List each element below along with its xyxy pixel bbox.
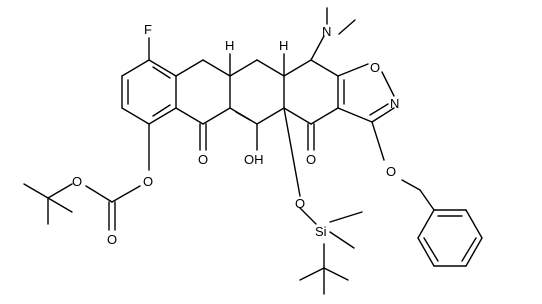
isoxazole-nitrogen-label: N (390, 96, 399, 111)
ketone-oxygen-right-label: O (306, 152, 316, 167)
boc-carbonate-group (23, 123, 150, 231)
dimethylamino-nitrogen-label: N (322, 24, 331, 39)
ring-c (229, 59, 285, 151)
carbonate-tbu-oxygen-label: O (72, 174, 82, 189)
ring-d (283, 7, 356, 197)
benzyloxy-oxygen-label: O (386, 164, 396, 179)
ring-b (175, 59, 231, 151)
carbonate-carbonyl-oxygen-label: O (107, 232, 117, 247)
tbs-group (299, 207, 363, 295)
benzyl-phenyl-ring (417, 209, 483, 267)
ketone-oxygen-left-label: O (198, 152, 208, 167)
silyloxy-oxygen-label: O (295, 196, 305, 211)
isoxazole-ring (337, 63, 435, 211)
carbonate-aryl-oxygen-label: O (143, 174, 153, 189)
atom-labels: F H H N O N O OH O O Si O O O O (72, 22, 399, 247)
stereo-h-left-label: H (225, 38, 234, 53)
fluorine-label: F (144, 22, 152, 37)
stereo-h-right-label: H (279, 38, 288, 53)
hydroxyl-label: OH (244, 152, 264, 167)
aromatic-ring-a (121, 59, 177, 125)
silicon-label: Si (315, 224, 327, 239)
isoxazole-oxygen-label: O (370, 60, 380, 75)
